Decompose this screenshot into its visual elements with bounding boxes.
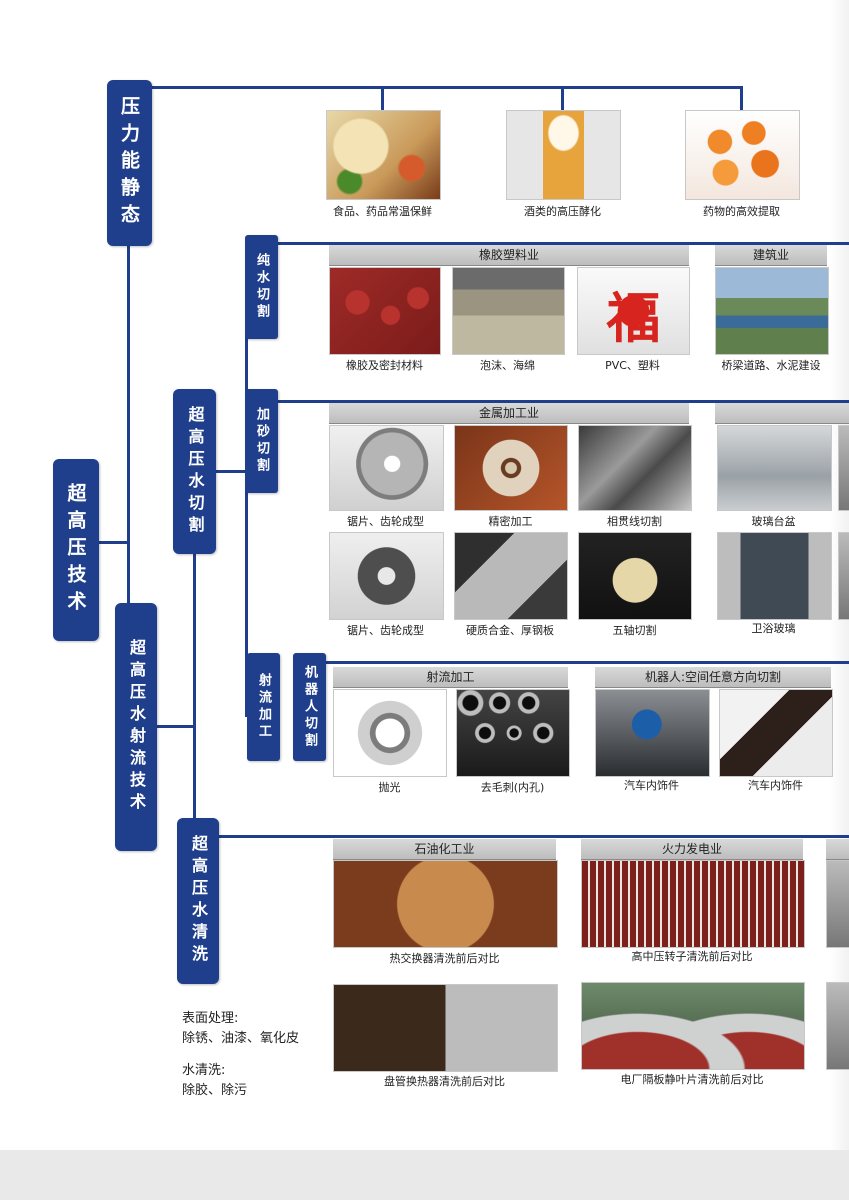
node-jet-process: 射流加工: [247, 653, 280, 761]
line-trunk-main: [127, 244, 130, 608]
photo-coil-heat-exchanger: [333, 984, 558, 1072]
photo-saw-blade: [329, 425, 444, 511]
caption-car2: 汽车内饰件: [748, 779, 803, 792]
photo-vane: [581, 982, 805, 1070]
caption-saw1: 锯片、齿轮成型: [347, 515, 424, 528]
line-jet-branch: [155, 725, 195, 728]
category-cut-off-right: [826, 839, 849, 860]
note-water-items: 除胶、除污: [182, 1083, 248, 1098]
category-robot: 机器人:空间任意方向切割: [595, 667, 831, 688]
photo-beer: [506, 110, 621, 200]
node-water-cleaning: 超高压水清洗: [177, 818, 219, 984]
line-drop-2: [561, 86, 564, 110]
node-robot-cut: 机器人切割: [293, 653, 326, 761]
line-pure-row: [278, 242, 849, 245]
note-water-cleaning: 水清洗: 除胶、除污: [182, 1061, 247, 1101]
caption-pvc: PVC、塑料: [605, 359, 660, 372]
line-drop-1: [381, 86, 384, 110]
caption-saw2: 锯片、齿轮成型: [347, 624, 424, 637]
caption-deburr: 去毛刺(内孔): [480, 781, 545, 794]
photo-pills: [685, 110, 800, 200]
caption-medicine: 药物的高效提取: [703, 205, 780, 218]
line-top-horizontal: [150, 86, 742, 89]
photo-pvc-plastic: 福: [577, 267, 690, 355]
caption-rotor: 高中压转子清洗前后对比: [631, 950, 753, 963]
photo-food-preservation: [326, 110, 441, 200]
line-jet-row: [326, 661, 849, 664]
caption-heat-exchanger: 热交换器清洗前后对比: [389, 952, 500, 965]
node-ultra-high-pressure-tech: 超高压技术: [53, 459, 99, 641]
photo-hard-alloy: [454, 532, 568, 620]
caption-vane: 电厂隔板静叶片清洗前后对比: [620, 1073, 764, 1086]
line-clean-row: [218, 835, 849, 838]
caption-intersect: 相贯线切割: [607, 515, 662, 528]
photo-polish: [333, 689, 447, 777]
note-surface-items: 除锈、油漆、氧化皮: [182, 1031, 300, 1046]
caption-glass-basin: 玻璃台盆: [751, 515, 796, 528]
caption-five-axis: 五轴切割: [612, 624, 657, 637]
node-water-cutting: 超高压水切割: [173, 389, 216, 554]
photo-heat-exchanger: [333, 860, 558, 948]
node-water-jet-tech: 超高压水射流技术: [115, 603, 157, 851]
photo-cut-off-right-2: [838, 532, 849, 620]
caption-hard-alloy: 硬质合金、厚钢板: [466, 624, 554, 637]
photo-cut-off-right-3: [826, 860, 849, 948]
caption-polish: 抛光: [378, 781, 401, 794]
category-thermal-power: 火力发电业: [581, 839, 803, 860]
line-drop-3: [740, 86, 743, 110]
caption-wine: 酒类的高压酵化: [524, 205, 601, 218]
node-pure-water-cut: 纯水切割: [245, 235, 278, 339]
caption-food: 食品、药品常温保鲜: [333, 205, 432, 218]
note-surface-treatment: 表面处理: 除锈、油漆、氧化皮: [182, 1009, 299, 1049]
photo-intersect-tube: [578, 425, 692, 511]
photo-gear-blade: [329, 532, 444, 620]
photo-robot-car-1: [595, 689, 710, 777]
photo-precision-part: [454, 425, 568, 511]
photo-deburr: [456, 689, 570, 777]
node-pressure-static: 压力能静态: [107, 80, 152, 246]
category-jet-process: 射流加工: [333, 667, 568, 688]
line-cut-to-subs: [215, 470, 247, 473]
category-rubber-plastic: 橡胶塑料业: [329, 245, 689, 266]
page-bottom-margin: [0, 1150, 849, 1200]
photo-glass-basin: [717, 425, 832, 511]
pvc-fu-character: 福: [606, 286, 661, 350]
category-metal: 金属加工业: [329, 403, 689, 424]
note-water-title: 水清洗:: [182, 1063, 226, 1078]
note-surface-title: 表面处理:: [182, 1011, 239, 1026]
caption-rubber: 橡胶及密封材料: [346, 359, 423, 372]
photo-foam-sponge: [452, 267, 565, 355]
category-petrochem: 石油化工业: [333, 839, 556, 860]
caption-coil: 盘管换热器清洗前后对比: [384, 1075, 505, 1088]
line-root-branch: [96, 541, 129, 544]
line-abrasive-row: [278, 400, 849, 403]
category-construction: 建筑业: [715, 245, 827, 266]
photo-bridge: [715, 267, 829, 355]
caption-car1: 汽车内饰件: [624, 779, 679, 792]
photo-cut-off-right-1: [838, 425, 849, 511]
category-metal-right: [715, 403, 849, 424]
caption-bridge: 桥梁道路、水泥建设: [721, 359, 821, 372]
photo-bath-glass: [717, 532, 832, 620]
photo-cut-off-right-4: [826, 982, 849, 1070]
caption-bath-glass: 卫浴玻璃: [751, 622, 796, 635]
photo-five-axis: [578, 532, 692, 620]
line-jet-vertical: [193, 553, 196, 821]
node-abrasive-cut: 加砂切割: [245, 389, 278, 493]
caption-foam: 泡沫、海绵: [480, 359, 535, 372]
photo-robot-car-2: [719, 689, 833, 777]
caption-precision: 精密加工: [488, 515, 533, 528]
photo-rubber-seals: [329, 267, 441, 355]
photo-rotor: [581, 860, 805, 948]
